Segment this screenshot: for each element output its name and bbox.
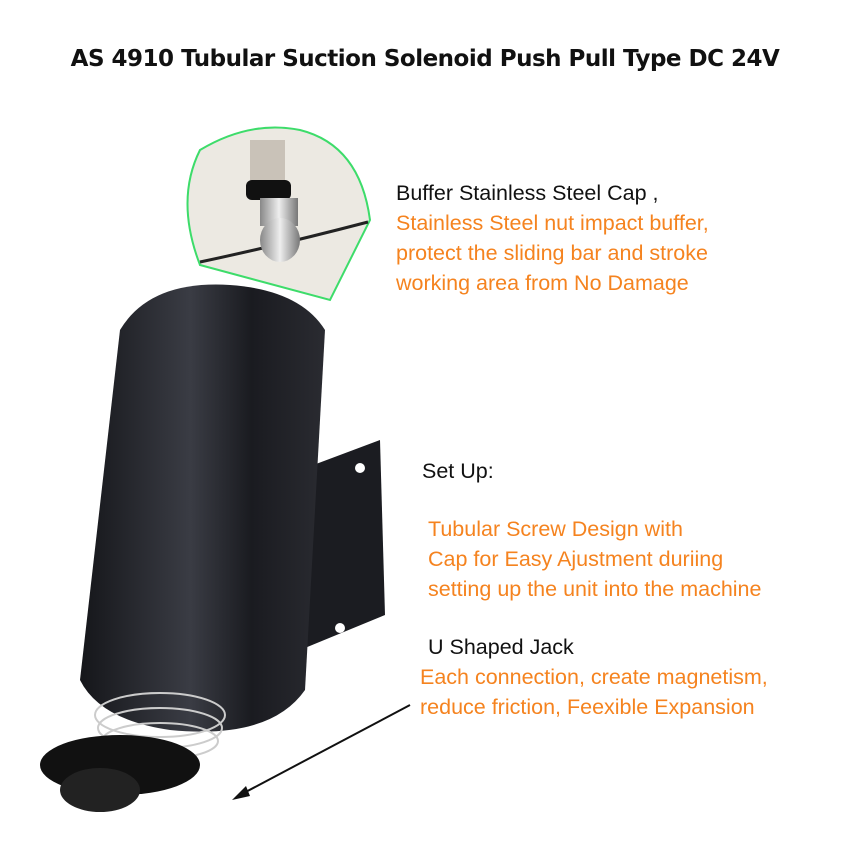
solenoid-body <box>80 284 325 732</box>
setup-description-line: Cap for Easy Ajustment duriing <box>428 547 724 571</box>
setup-description-line: Tubular Screw Design with <box>428 517 683 541</box>
cap-description-line: protect the sliding bar and stroke <box>396 241 708 265</box>
cap-description-line: working area from No Damage <box>396 271 689 295</box>
jack-description-line: reduce friction, Feexible Expansion <box>420 695 755 719</box>
plunger-cap <box>60 768 140 812</box>
cap-heading: Buffer Stainless Steel Cap , <box>396 181 659 205</box>
page-title: AS 4910 Tubular Suction Solenoid Push Pu… <box>70 46 780 72</box>
bracket-hole-icon <box>355 463 365 473</box>
bracket-hole-icon <box>335 623 345 633</box>
setup-description-line: setting up the unit into the machine <box>428 577 762 601</box>
setup-heading: Set Up: <box>422 459 494 483</box>
mounting-bracket <box>300 440 385 650</box>
cap-description-line: Stainless Steel nut impact buffer, <box>396 211 709 235</box>
jack-description-line: Each connection, create magnetism, <box>420 665 768 689</box>
pointer-arrow <box>239 704 411 796</box>
jack-heading: U Shaped Jack <box>428 635 574 659</box>
acorn-cap <box>260 218 300 262</box>
